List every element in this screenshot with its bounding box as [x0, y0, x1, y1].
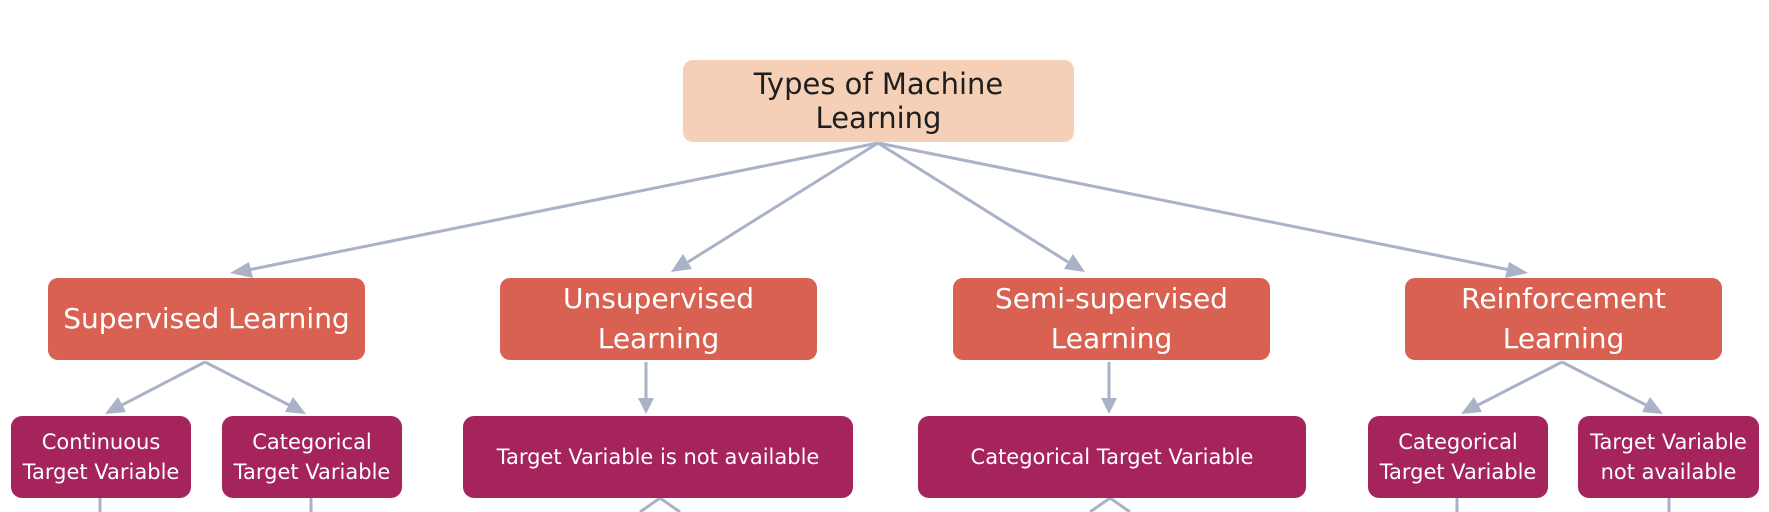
- node-label: Continuous Target Variable: [22, 430, 180, 484]
- root-label: Types of Machine Learning: [753, 67, 1004, 135]
- continuation-line: [1089, 496, 1111, 512]
- edge-root-semisupervised: [877, 141, 1069, 264]
- continuation-line: [1109, 496, 1131, 512]
- node-label: Target Variable is not available: [496, 445, 820, 469]
- continuation-line: [659, 496, 681, 512]
- node-target-variable-not-available: Target Variable is not available: [463, 416, 853, 498]
- arrowhead: [1642, 397, 1663, 414]
- arrowhead: [1505, 262, 1528, 278]
- node-continuous-target-variable: Continuous Target Variable: [11, 416, 191, 498]
- arrowhead: [105, 397, 126, 414]
- arrowhead: [1064, 254, 1085, 272]
- node-categorical-target-variable-rl: Categorical Target Variable: [1368, 416, 1548, 498]
- node-label: Categorical Target Variable: [970, 445, 1254, 469]
- node-categorical-target-variable-semi: Categorical Target Variable: [918, 416, 1306, 498]
- edge-supervised-continuous: [121, 360, 206, 407]
- node-label: Target Variable not available: [1590, 430, 1747, 484]
- node-supervised-learning: Supervised Learning: [48, 278, 365, 360]
- edge-reinforcement-categorical: [1477, 360, 1563, 407]
- node-label: Unsupervised Learning: [562, 282, 755, 355]
- edge-supervised-categorical: [204, 360, 290, 407]
- node-label: Categorical Target Variable: [1379, 430, 1537, 484]
- node-label: Semi-supervised Learning: [995, 282, 1228, 355]
- arrowhead: [638, 398, 654, 414]
- root-node: Types of Machine Learning: [683, 60, 1074, 142]
- node-reinforcement-learning: Reinforcement Learning: [1405, 278, 1722, 360]
- node-semi-supervised-learning: Semi-supervised Learning: [953, 278, 1270, 360]
- node-unsupervised-learning: Unsupervised Learning: [500, 278, 817, 360]
- node-categorical-target-variable: Categorical Target Variable: [222, 416, 402, 498]
- edge-root-reinforcement: [877, 141, 1511, 272]
- node-label: Supervised Learning: [63, 302, 350, 335]
- node-label: Reinforcement Learning: [1461, 282, 1666, 355]
- arrowhead: [1101, 398, 1117, 414]
- edge-root-supervised: [247, 141, 879, 272]
- edge-reinforcement-target: [1561, 360, 1647, 407]
- arrowhead: [285, 397, 306, 414]
- node-label: Categorical Target Variable: [233, 430, 391, 484]
- node-target-variable-not-available-rl: Target Variable not available: [1578, 416, 1759, 498]
- edge-root-unsupervised: [687, 141, 879, 264]
- arrowhead: [671, 254, 692, 272]
- arrowhead: [230, 262, 253, 278]
- arrowhead: [1461, 397, 1482, 414]
- continuation-line: [639, 496, 661, 512]
